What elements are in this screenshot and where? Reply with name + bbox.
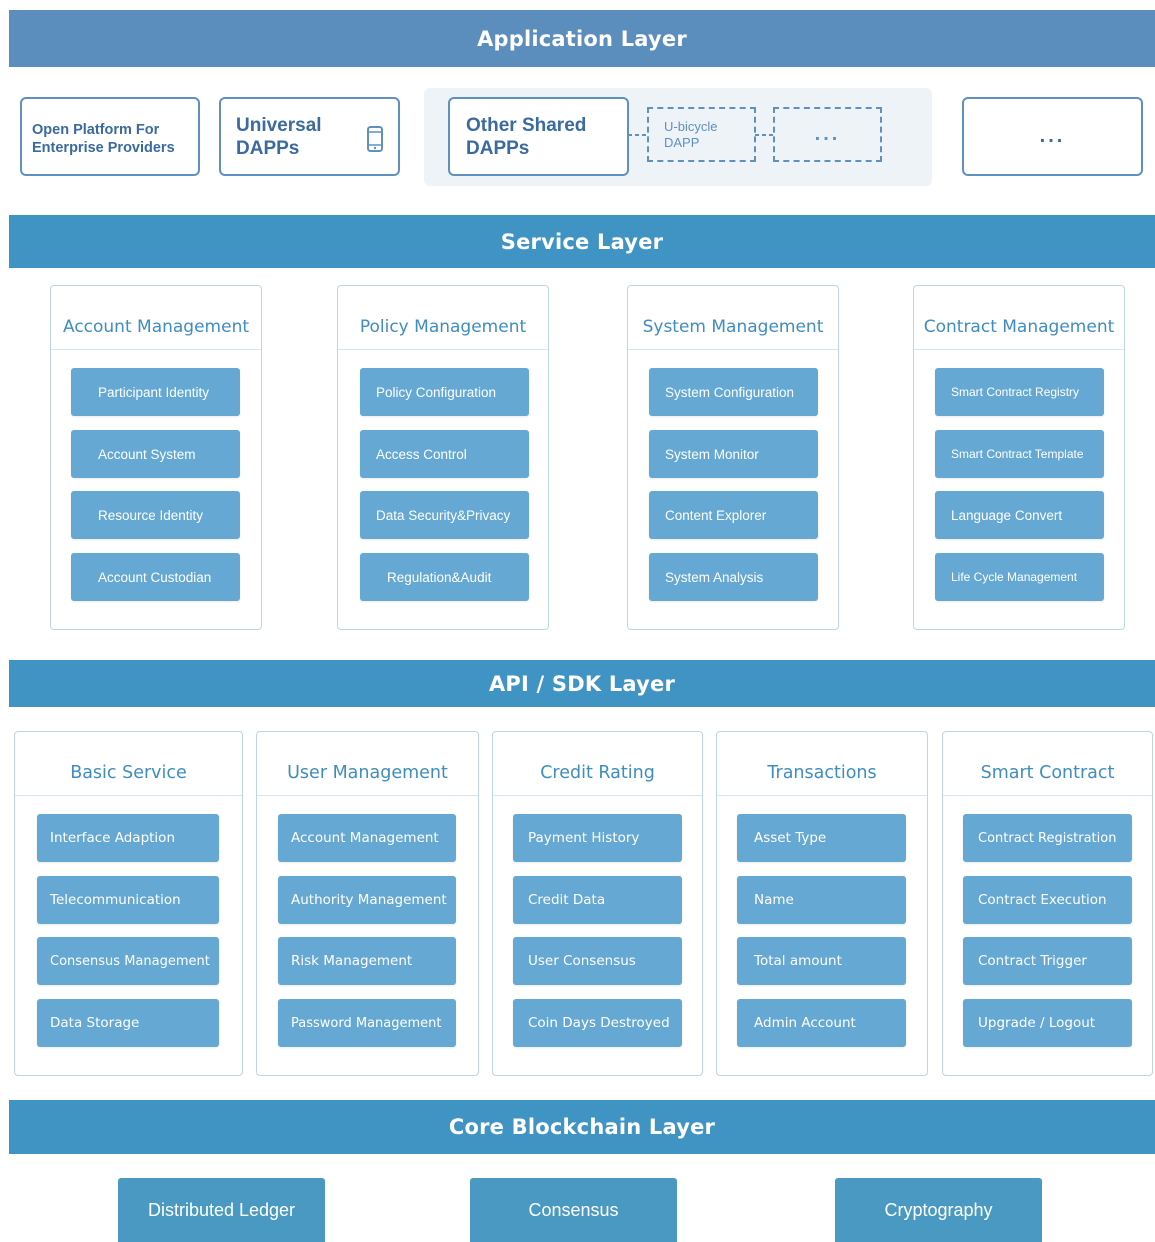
list-item: Account Custodian xyxy=(71,553,240,601)
card-title: Basic Service xyxy=(15,732,242,796)
card-title: Contract Management xyxy=(914,286,1124,350)
list-item: User Consensus xyxy=(513,937,682,985)
list-item: Regulation&Audit xyxy=(360,553,529,601)
api-card-basic-service: Basic Service Interface Adaption Telecom… xyxy=(14,731,243,1076)
card-title: User Management xyxy=(257,732,478,796)
service-card-system-management: System Management System Configuration S… xyxy=(627,285,839,630)
list-item: Asset Type xyxy=(737,814,906,862)
list-item: Access Control xyxy=(360,430,529,478)
list-item: System Monitor xyxy=(649,430,818,478)
api-sdk-layer-header: API / SDK Layer xyxy=(9,660,1155,707)
universal-line-2: DAPPs xyxy=(236,138,300,159)
consensus-box: Consensus xyxy=(470,1178,677,1242)
card-title: System Management xyxy=(628,286,838,350)
list-item: Contract Execution xyxy=(963,876,1132,924)
list-item: Life Cycle Management xyxy=(935,553,1104,601)
list-item: Language Convert xyxy=(935,491,1104,539)
universal-line-1: Universal xyxy=(236,115,322,136)
list-item: Contract Registration xyxy=(963,814,1132,862)
list-item: System Configuration xyxy=(649,368,818,416)
list-item: Admin Account xyxy=(737,999,906,1047)
card-title: Credit Rating xyxy=(493,732,702,796)
list-item: Interface Adaption xyxy=(37,814,219,862)
other-shared-dapps-box: Other Shared DAPPs xyxy=(448,97,629,176)
list-item: Coin Days Destroyed xyxy=(513,999,682,1047)
list-item: Payment History xyxy=(513,814,682,862)
list-item: Smart Contract Registry xyxy=(935,368,1104,416)
list-item: Upgrade / Logout xyxy=(963,999,1132,1047)
api-card-credit-rating: Credit Rating Payment History Credit Dat… xyxy=(492,731,703,1076)
api-card-user-management: User Management Account Management Autho… xyxy=(256,731,479,1076)
list-item: Participant Identity xyxy=(71,368,240,416)
list-item: Total amount xyxy=(737,937,906,985)
api-card-smart-contract: Smart Contract Contract Registration Con… xyxy=(942,731,1153,1076)
connector-dash-left xyxy=(628,134,648,136)
u-bicycle-line-1: U-bicycle xyxy=(664,119,718,134)
other-shared-line-2: DAPPs xyxy=(466,138,530,159)
list-item: Risk Management xyxy=(278,937,456,985)
list-item: System Analysis xyxy=(649,553,818,601)
open-platform-line-2: Enterprise Providers xyxy=(32,140,175,156)
open-platform-line-1: Open Platform For xyxy=(32,122,160,138)
card-title: Smart Contract xyxy=(943,732,1152,796)
more-dapps-box: ... xyxy=(773,107,882,162)
list-item: Credit Data xyxy=(513,876,682,924)
list-item: Content Explorer xyxy=(649,491,818,539)
list-item: Data Storage xyxy=(37,999,219,1047)
more-apps-box: ... xyxy=(962,97,1143,176)
list-item: Account System xyxy=(71,430,240,478)
universal-dapps-box: Universal DAPPs xyxy=(219,97,400,176)
phone-icon xyxy=(367,126,383,152)
more-apps-ellipsis: ... xyxy=(1039,125,1066,147)
list-item: Smart Contract Template xyxy=(935,430,1104,478)
list-item: Policy Configuration xyxy=(360,368,529,416)
core-blockchain-layer-header: Core Blockchain Layer xyxy=(9,1100,1155,1154)
connector-dash-right xyxy=(755,134,775,136)
application-layer-header: Application Layer xyxy=(9,10,1155,67)
u-bicycle-dapp-box: U-bicycle DAPP xyxy=(647,107,756,162)
api-card-transactions: Transactions Asset Type Name Total amoun… xyxy=(716,731,928,1076)
service-layer-header: Service Layer xyxy=(9,215,1155,268)
list-item: Name xyxy=(737,876,906,924)
list-item: Consensus Management xyxy=(37,937,219,985)
service-card-account-management: Account Management Participant Identity … xyxy=(50,285,262,630)
service-card-contract-management: Contract Management Smart Contract Regis… xyxy=(913,285,1125,630)
list-item: Account Management xyxy=(278,814,456,862)
distributed-ledger-box: Distributed Ledger xyxy=(118,1178,325,1242)
card-title: Account Management xyxy=(51,286,261,350)
list-item: Telecommunication xyxy=(37,876,219,924)
list-item: Resource Identity xyxy=(71,491,240,539)
other-shared-line-1: Other Shared xyxy=(466,115,587,136)
open-platform-box: Open Platform For Enterprise Providers xyxy=(20,97,200,176)
list-item: Authority Management xyxy=(278,876,456,924)
cryptography-box: Cryptography xyxy=(835,1178,1042,1242)
more-dapps-ellipsis: ... xyxy=(814,123,841,145)
list-item: Contract Trigger xyxy=(963,937,1132,985)
list-item: Password Management xyxy=(278,999,456,1047)
card-title: Transactions xyxy=(717,732,927,796)
list-item: Data Security&Privacy xyxy=(360,491,529,539)
card-title: Policy Management xyxy=(338,286,548,350)
service-card-policy-management: Policy Management Policy Configuration A… xyxy=(337,285,549,630)
u-bicycle-line-2: DAPP xyxy=(664,135,700,150)
